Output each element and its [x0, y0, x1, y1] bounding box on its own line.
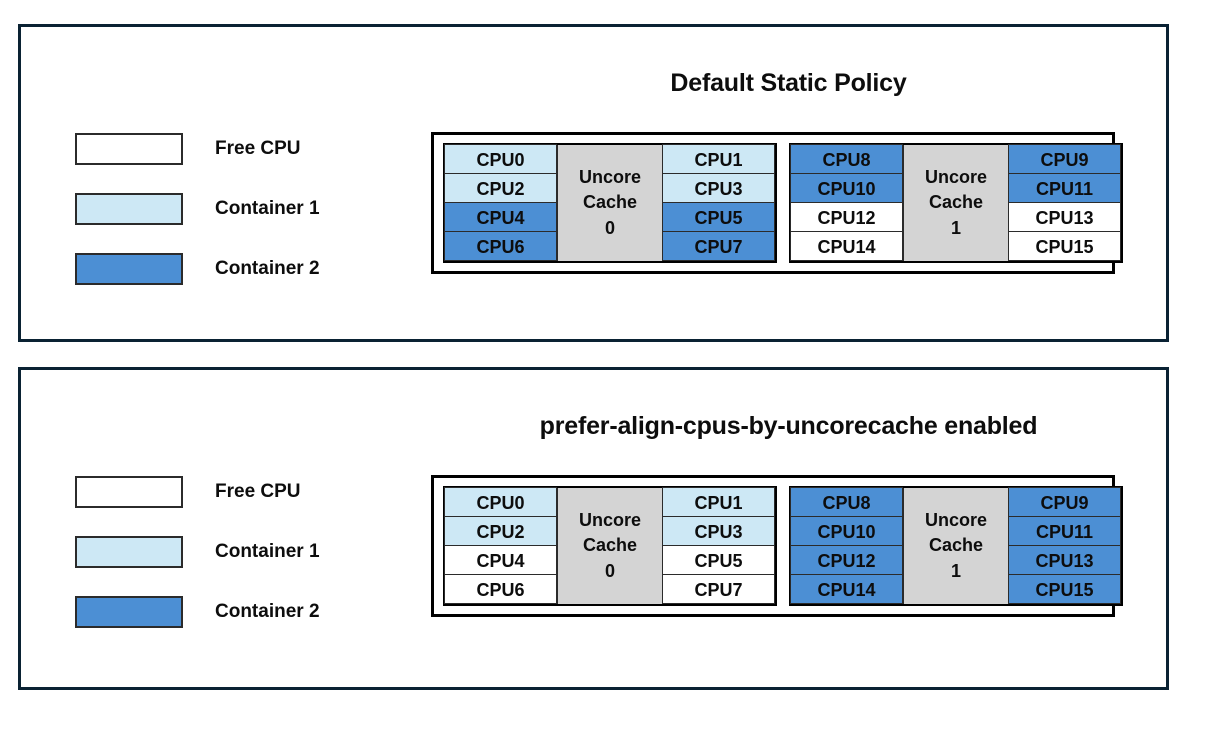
uncore-cache-label-line2: Cache [582, 192, 638, 213]
uncore-cache-label-line1: Uncore [578, 166, 641, 187]
legend-label-container-1: Container 1 [215, 198, 320, 219]
cpu-cell: CPU15 [1008, 574, 1121, 604]
legend-label-free-cpu: Free CPU [215, 138, 301, 159]
panel-default-static-policy: Default Static Policy Free CPU Container… [18, 24, 1169, 342]
cpu-cell: CPU0 [444, 144, 557, 174]
uncore-cache-label-line2: Cache [582, 535, 638, 556]
cpu-cell: CPU10 [790, 516, 903, 546]
cpu-cell: CPU9 [1008, 487, 1121, 517]
cpu-cell: CPU7 [662, 231, 775, 261]
cpu-cell: CPU2 [444, 516, 557, 546]
cpu-cell: CPU8 [790, 144, 903, 174]
cpu-cell: CPU5 [662, 545, 775, 575]
cpu-column-left: CPU0 CPU2 CPU4 CPU6 [444, 487, 557, 604]
cpu-cell: CPU14 [790, 574, 903, 604]
legend-item-container-1: Container 1 [75, 522, 320, 582]
cpu-cell: CPU9 [1008, 144, 1121, 174]
legend-swatch-container-2 [75, 596, 183, 628]
legend-swatch-free-cpu [75, 476, 183, 508]
cpu-cell: CPU2 [444, 173, 557, 203]
legend-item-container-2: Container 2 [75, 239, 320, 299]
panel-prefer-align-cpus-by-uncorecache: prefer-align-cpus-by-uncorecache enabled… [18, 367, 1169, 690]
cache-group-1: CPU8 CPU10 CPU12 CPU14 Uncore Cache 1 CP… [789, 486, 1123, 606]
uncore-cache-label-line2: Cache [928, 192, 984, 213]
cpu-cell: CPU13 [1008, 202, 1121, 232]
uncore-cache-label-line1: Uncore [578, 509, 641, 530]
legend: Free CPU Container 1 Container 2 [75, 119, 320, 299]
uncore-cache-index: 1 [950, 217, 961, 238]
uncore-cache-block: Uncore Cache 1 [903, 488, 1009, 604]
legend-swatch-container-1 [75, 536, 183, 568]
uncore-cache-label-line1: Uncore [924, 166, 987, 187]
cpu-cell: CPU3 [662, 173, 775, 203]
page-title: Default Static Policy [670, 69, 907, 97]
cpu-cell: CPU12 [790, 545, 903, 575]
cpu-cell: CPU6 [444, 574, 557, 604]
cache-group-1: CPU8 CPU10 CPU12 CPU14 Uncore Cache 1 CP… [789, 143, 1123, 263]
uncore-cache-block: Uncore Cache 0 [557, 488, 663, 604]
page-title: prefer-align-cpus-by-uncorecache enabled [539, 412, 1038, 440]
cpu-column-left: CPU0 CPU2 CPU4 CPU6 [444, 144, 557, 261]
cache-group-0: CPU0 CPU2 CPU4 CPU6 Uncore Cache 0 CPU1 … [443, 486, 777, 606]
legend-swatch-free-cpu [75, 133, 183, 165]
cpu-cell: CPU14 [790, 231, 903, 261]
cpu-cell: CPU3 [662, 516, 775, 546]
uncore-cache-index: 1 [950, 560, 961, 581]
uncore-cache-block: Uncore Cache 0 [557, 145, 663, 261]
legend: Free CPU Container 1 Container 2 [75, 462, 320, 642]
uncore-cache-index: 0 [604, 217, 615, 238]
legend-label-container-1: Container 1 [215, 541, 320, 562]
cpu-cell: CPU4 [444, 202, 557, 232]
legend-label-container-2: Container 2 [215, 601, 320, 622]
uncore-cache-block: Uncore Cache 1 [903, 145, 1009, 261]
legend-swatch-container-1 [75, 193, 183, 225]
uncore-cache-index: 0 [604, 560, 615, 581]
cpu-cell: CPU7 [662, 574, 775, 604]
cpu-cell: CPU1 [662, 487, 775, 517]
cpu-column-right: CPU9 CPU11 CPU13 CPU15 [1008, 487, 1121, 604]
legend-item-container-2: Container 2 [75, 582, 320, 642]
cpu-topology-diagram: CPU0 CPU2 CPU4 CPU6 Uncore Cache 0 CPU1 … [431, 475, 1123, 617]
cpu-column-right: CPU1 CPU3 CPU5 CPU7 [662, 487, 775, 604]
cpu-cell: CPU10 [790, 173, 903, 203]
cpu-cell: CPU11 [1008, 516, 1121, 546]
cpu-cell: CPU4 [444, 545, 557, 575]
cpu-topology-diagram: CPU0 CPU2 CPU4 CPU6 Uncore Cache 0 CPU1 … [431, 132, 1123, 274]
cpu-cell: CPU13 [1008, 545, 1121, 575]
legend-item-free-cpu: Free CPU [75, 119, 320, 179]
legend-label-container-2: Container 2 [215, 258, 320, 279]
legend-label-free-cpu: Free CPU [215, 481, 301, 502]
legend-swatch-container-2 [75, 253, 183, 285]
cpu-cell: CPU8 [790, 487, 903, 517]
cpu-cell: CPU11 [1008, 173, 1121, 203]
uncore-cache-label-line1: Uncore [924, 509, 987, 530]
cpu-cell: CPU1 [662, 144, 775, 174]
cpu-cell: CPU0 [444, 487, 557, 517]
cpu-column-left: CPU8 CPU10 CPU12 CPU14 [790, 487, 903, 604]
cpu-column-left: CPU8 CPU10 CPU12 CPU14 [790, 144, 903, 261]
cpu-cell: CPU5 [662, 202, 775, 232]
cache-group-0: CPU0 CPU2 CPU4 CPU6 Uncore Cache 0 CPU1 … [443, 143, 777, 263]
cpu-cell: CPU12 [790, 202, 903, 232]
cpu-cell: CPU6 [444, 231, 557, 261]
uncore-cache-label-line2: Cache [928, 535, 984, 556]
cpu-column-right: CPU9 CPU11 CPU13 CPU15 [1008, 144, 1121, 261]
legend-item-container-1: Container 1 [75, 179, 320, 239]
cpu-column-right: CPU1 CPU3 CPU5 CPU7 [662, 144, 775, 261]
cpu-cell: CPU15 [1008, 231, 1121, 261]
legend-item-free-cpu: Free CPU [75, 462, 320, 522]
